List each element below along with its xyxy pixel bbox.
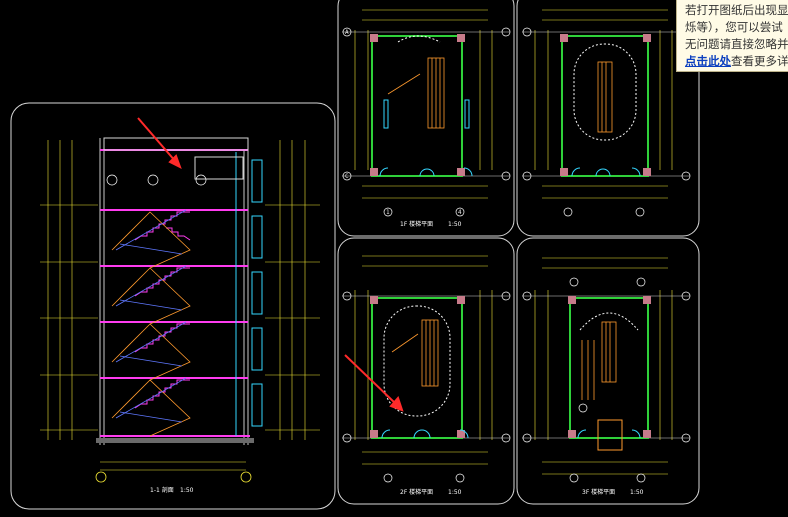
plan-a-scale: 1:50	[448, 221, 462, 228]
section-drawing	[40, 117, 320, 483]
click-here-link[interactable]: 点击此处	[685, 54, 731, 68]
plan-a-title: 1F 楼梯平面	[400, 220, 433, 228]
grid-label-c: C	[345, 173, 349, 180]
notice-link-row: 点击此处查看更多详	[685, 53, 788, 70]
notice-line-3: 无问题请直接忽略并	[685, 37, 788, 51]
section-panel-frame	[10, 102, 336, 510]
notice-popup: 若打开图纸后出现显 烁等），您可以尝试 无问题请直接忽略并 点击此处查看更多详	[676, 0, 788, 72]
grid-label-1: 1	[386, 209, 390, 216]
notice-line-2: 烁等），您可以尝试	[685, 20, 783, 34]
plan-c-title: 2F 楼梯平面	[400, 488, 433, 496]
section-title: 1-1 剖面	[150, 486, 174, 494]
plan-c-scale: 1:50	[448, 489, 462, 496]
section-scale: 1:50	[180, 487, 194, 494]
plan-panel-d-frame	[516, 237, 700, 505]
plan-panel-a-frame	[337, 0, 515, 237]
notice-line-1: 若打开图纸后出现显	[685, 3, 788, 17]
plan-d-title: 3F 楼梯平面	[582, 488, 615, 496]
grid-label-4: 4	[458, 209, 462, 216]
plan-panel-b-frame	[516, 0, 700, 237]
plan-panel-c-frame	[337, 237, 515, 505]
plan-d-drawing	[522, 257, 691, 483]
plan-a-drawing	[342, 9, 511, 217]
plan-d-scale: 1:50	[630, 489, 644, 496]
grid-label-a: A	[345, 29, 349, 36]
plan-c-drawing	[342, 255, 511, 483]
plan-b-drawing	[522, 9, 691, 217]
notice-link-suffix: 查看更多详	[731, 54, 788, 68]
